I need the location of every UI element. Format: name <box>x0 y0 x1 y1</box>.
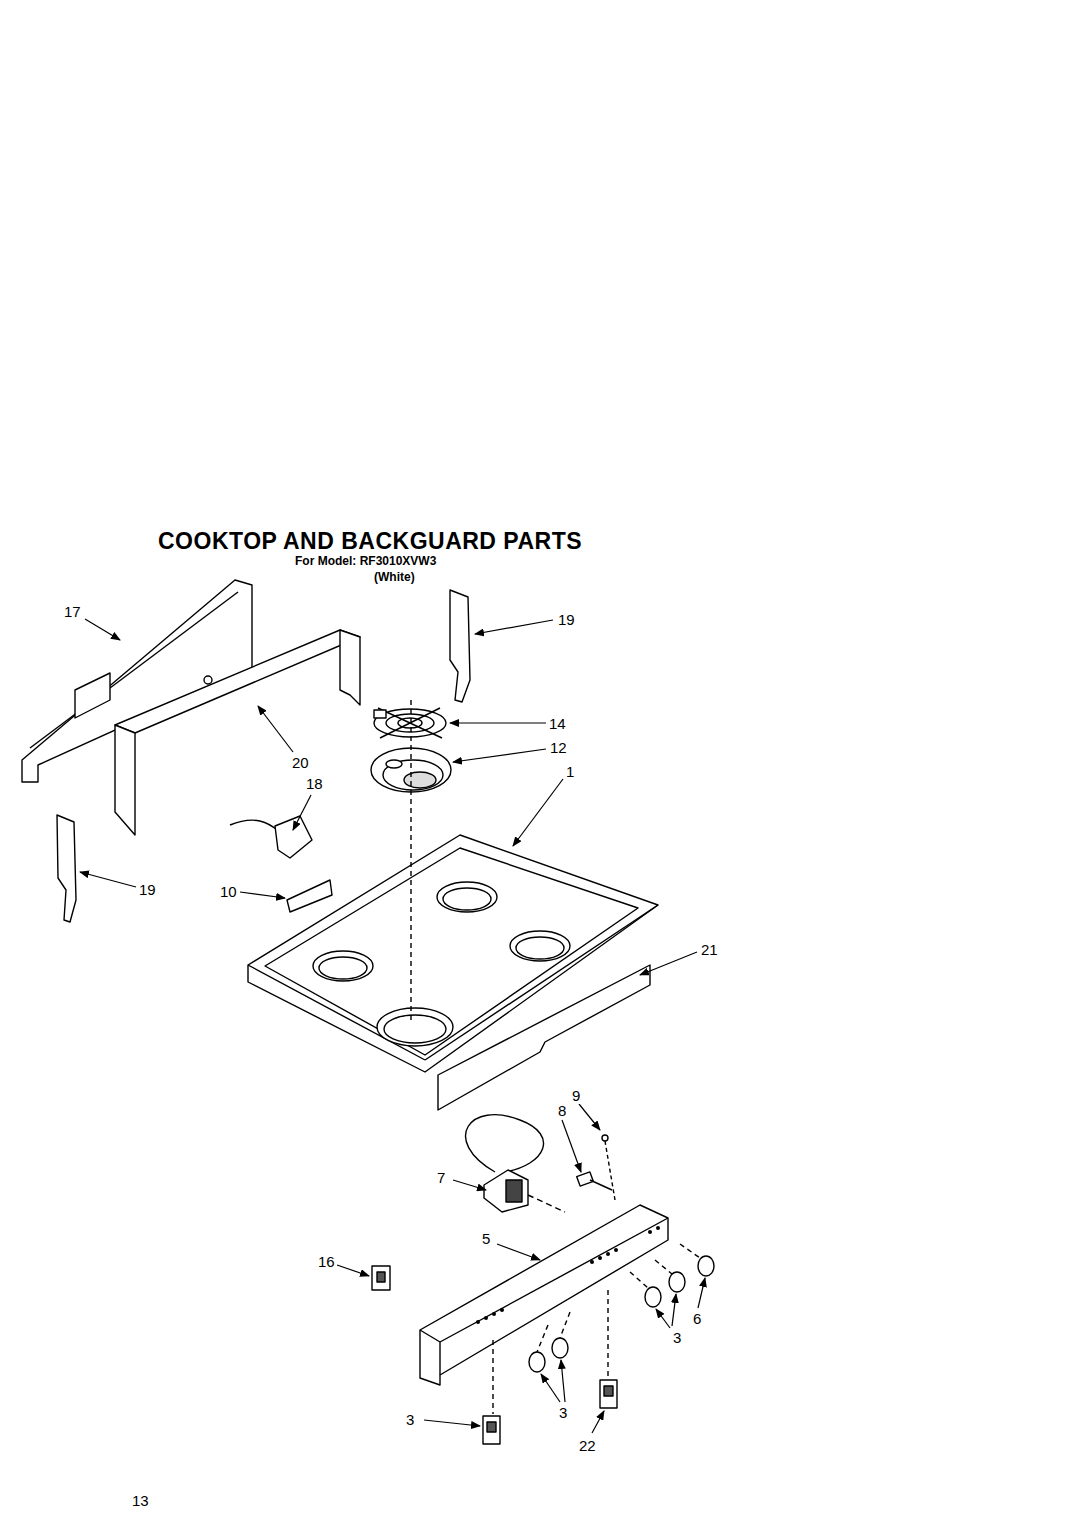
callout-number: 22 <box>577 1437 598 1454</box>
control-console <box>420 1205 668 1385</box>
diagram-title: COOKTOP AND BACKGUARD PARTS <box>158 530 582 553</box>
callout-number: 17 <box>62 603 83 620</box>
callout-number: 16 <box>316 1253 337 1270</box>
terminal-block <box>287 880 332 912</box>
side-bracket <box>57 815 76 922</box>
callout-number: 5 <box>480 1230 492 1247</box>
signal-light <box>483 1416 500 1444</box>
lamp-socket <box>372 1266 390 1290</box>
callout-number: 10 <box>218 883 239 900</box>
callout-number: 21 <box>699 941 720 958</box>
switch <box>600 1380 617 1408</box>
front-panel <box>438 965 650 1110</box>
side-bracket <box>450 590 470 702</box>
callout-number: 14 <box>547 715 568 732</box>
infinite-switch <box>484 1170 528 1212</box>
leader-line <box>80 619 705 1433</box>
cooktop <box>248 835 658 1072</box>
callout-number: 19 <box>137 881 158 898</box>
model-color: (White) <box>374 571 415 583</box>
callout-number: 8 <box>556 1102 568 1119</box>
surface-element <box>374 708 446 738</box>
callout-number: 7 <box>435 1169 447 1186</box>
model-line: For Model: RF3010XVW3 <box>295 555 436 567</box>
callout-number: 12 <box>548 739 569 756</box>
callout-number: 3 <box>671 1329 683 1346</box>
callout-number: 18 <box>304 775 325 792</box>
callout-number: 6 <box>691 1310 703 1327</box>
backguard-rear <box>115 630 360 733</box>
callout-number: 3 <box>404 1411 416 1428</box>
screw <box>577 1172 612 1190</box>
callout-number: 9 <box>570 1087 582 1104</box>
callout-number: 20 <box>290 754 311 771</box>
callout-number: 3 <box>557 1404 569 1421</box>
wire-harness <box>230 820 280 832</box>
washer <box>602 1135 608 1141</box>
callout-number: 1 <box>564 763 576 780</box>
callout-number: 13 <box>130 1492 151 1509</box>
callout-number: 19 <box>556 611 577 628</box>
control-knob <box>529 1256 714 1372</box>
